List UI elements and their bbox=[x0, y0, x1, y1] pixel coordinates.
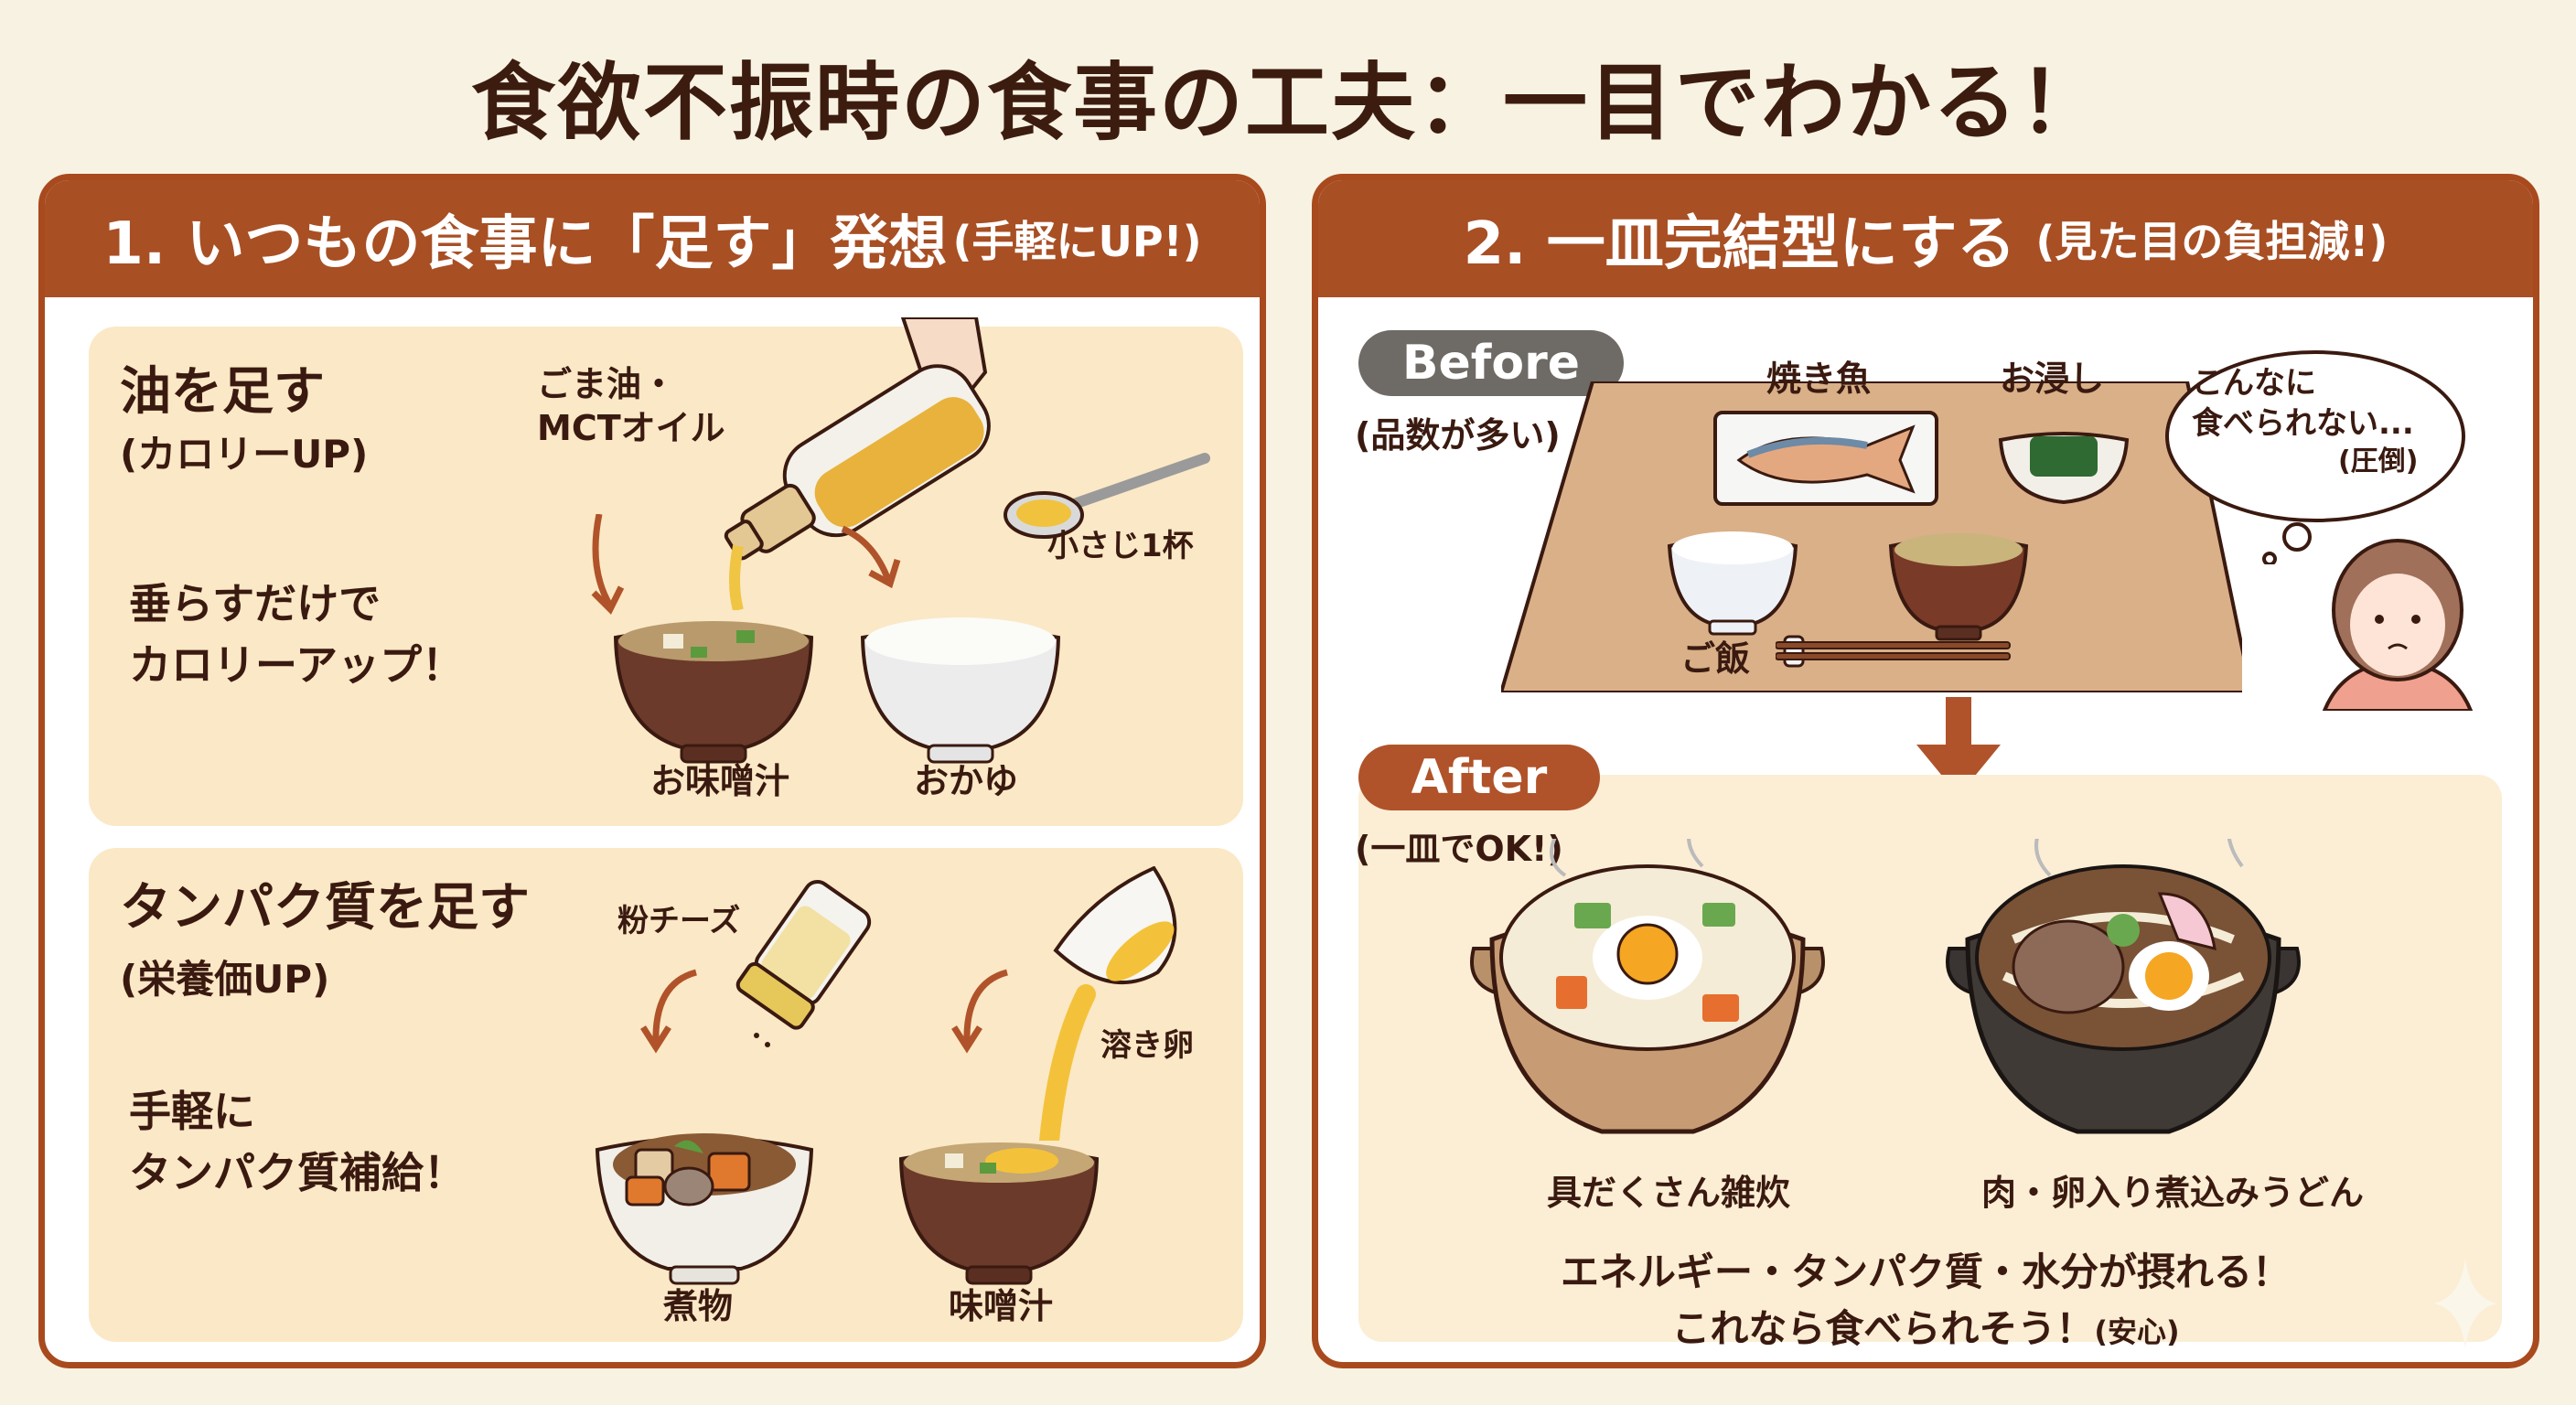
add-on-panel: 1. いつもの食事に「足す」発想 (手軽にUP!) 油を足す (カロリーUP) … bbox=[38, 174, 1266, 1368]
miso-soup-bowl-icon bbox=[898, 1142, 1100, 1285]
worried-person-icon bbox=[2322, 539, 2474, 711]
add-on-panel-title: 1. いつもの食事に「足す」発想 bbox=[102, 210, 948, 278]
grilled-fish-icon bbox=[1713, 411, 1938, 506]
add-oil-card: 油を足す (カロリーUP) 垂らすだけで カロリーアップ！ ごま油・ MCTオイ… bbox=[89, 317, 1243, 826]
egg-bowl-icon bbox=[1039, 866, 1177, 1141]
one-plate-panel-header: 2. 一皿完結型にする (見た目の負担減!) bbox=[1318, 180, 2533, 297]
miso-soup-bowl-icon bbox=[1888, 533, 2029, 641]
one-plate-panel: 2. 一皿完結型にする (見た目の負担減!) Before (品数が多い) 焼き… bbox=[1312, 174, 2539, 1368]
add-protein-title: タンパク質を足す bbox=[120, 878, 530, 938]
after-caption: (一皿でOK!) bbox=[1355, 829, 1563, 869]
after-badge: After bbox=[1358, 745, 1600, 810]
before-caption: (品数が多い) bbox=[1355, 415, 1561, 456]
before-badge: Before bbox=[1358, 330, 1624, 396]
add-on-panel-subtitle: (手軽にUP!) bbox=[952, 217, 1202, 266]
arrow-down-icon bbox=[951, 969, 1009, 1054]
zosui-pot-icon bbox=[1470, 839, 1825, 1134]
item-label-grilled-fish: 焼き魚 bbox=[1766, 359, 1872, 399]
nimono-bowl-icon bbox=[595, 1133, 814, 1285]
after-summary-line1: エネルギー・タンパク質・水分が摂れる！ bbox=[1560, 1249, 2291, 1294]
egg-label: 溶き卵 bbox=[1100, 1027, 1194, 1064]
item-label-ohitashi: お浸し bbox=[2000, 359, 2105, 399]
cheese-label: 粉チーズ bbox=[617, 903, 741, 939]
oil-bottle-icon bbox=[724, 317, 991, 610]
ohitashi-bowl-icon bbox=[1998, 432, 2130, 505]
udon-pot-icon bbox=[1946, 839, 2301, 1134]
item-label-rice: ご飯 bbox=[1680, 638, 1751, 679]
amount-label: 小さじ1杯 bbox=[1047, 528, 1194, 564]
chopsticks-icon bbox=[1776, 635, 2011, 668]
arrow-down-icon bbox=[1916, 697, 2001, 796]
dish-label-zosui: 具だくさん雑炊 bbox=[1547, 1173, 1791, 1213]
dish-label-miso-soup: 味噌汁 bbox=[949, 1286, 1054, 1326]
after-summary-line2: これなら食べられそう！(安心) bbox=[1671, 1306, 2180, 1351]
rice-porridge-bowl-icon bbox=[860, 617, 1061, 764]
miso-soup-bowl-icon bbox=[613, 621, 814, 764]
one-plate-panel-subtitle: (見た目の負担減!) bbox=[2035, 217, 2388, 266]
arrow-down-icon bbox=[841, 525, 901, 589]
dish-label-udon: 肉・卵入り煮込みうどん bbox=[1981, 1173, 2365, 1213]
arrow-down-icon bbox=[591, 514, 625, 615]
sparkle-icon bbox=[2433, 1258, 2497, 1349]
one-plate-panel-title: 2. 一皿完結型にする bbox=[1463, 210, 2016, 278]
cheese-shaker-icon bbox=[735, 880, 872, 1047]
spoon-icon bbox=[1004, 453, 1210, 539]
add-oil-description: 垂らすだけで カロリーアップ！ bbox=[129, 579, 465, 690]
dish-label-porridge: おかゆ bbox=[914, 761, 1019, 801]
add-protein-card: タンパク質を足す (栄養価UP) 手軽に タンパク質補給！ 粉チーズ bbox=[89, 848, 1243, 1342]
dish-label-miso-soup: お味噌汁 bbox=[650, 761, 790, 801]
page-title: 食欲不振時の食事の工夫：一目でわかる！ bbox=[470, 54, 2105, 152]
add-protein-description: 手軽に タンパク質補給！ bbox=[129, 1087, 466, 1197]
add-protein-subtitle: (栄養価UP) bbox=[120, 957, 330, 1002]
thought-text: こんなに 食べられない... (圧倒) bbox=[2192, 365, 2419, 478]
add-oil-title: 油を足す bbox=[120, 362, 325, 422]
oil-type-label: ごま油・ MCTオイル bbox=[537, 364, 725, 448]
add-oil-subtitle: (カロリーUP) bbox=[120, 432, 369, 477]
thought-bubble-icon bbox=[2165, 350, 2465, 564]
add-on-panel-header: 1. いつもの食事に「足す」発想 (手軽にUP!) bbox=[45, 180, 1260, 297]
arrow-down-icon bbox=[640, 969, 698, 1054]
rice-bowl-icon bbox=[1667, 531, 1798, 636]
dish-label-nimono: 煮物 bbox=[663, 1286, 734, 1326]
